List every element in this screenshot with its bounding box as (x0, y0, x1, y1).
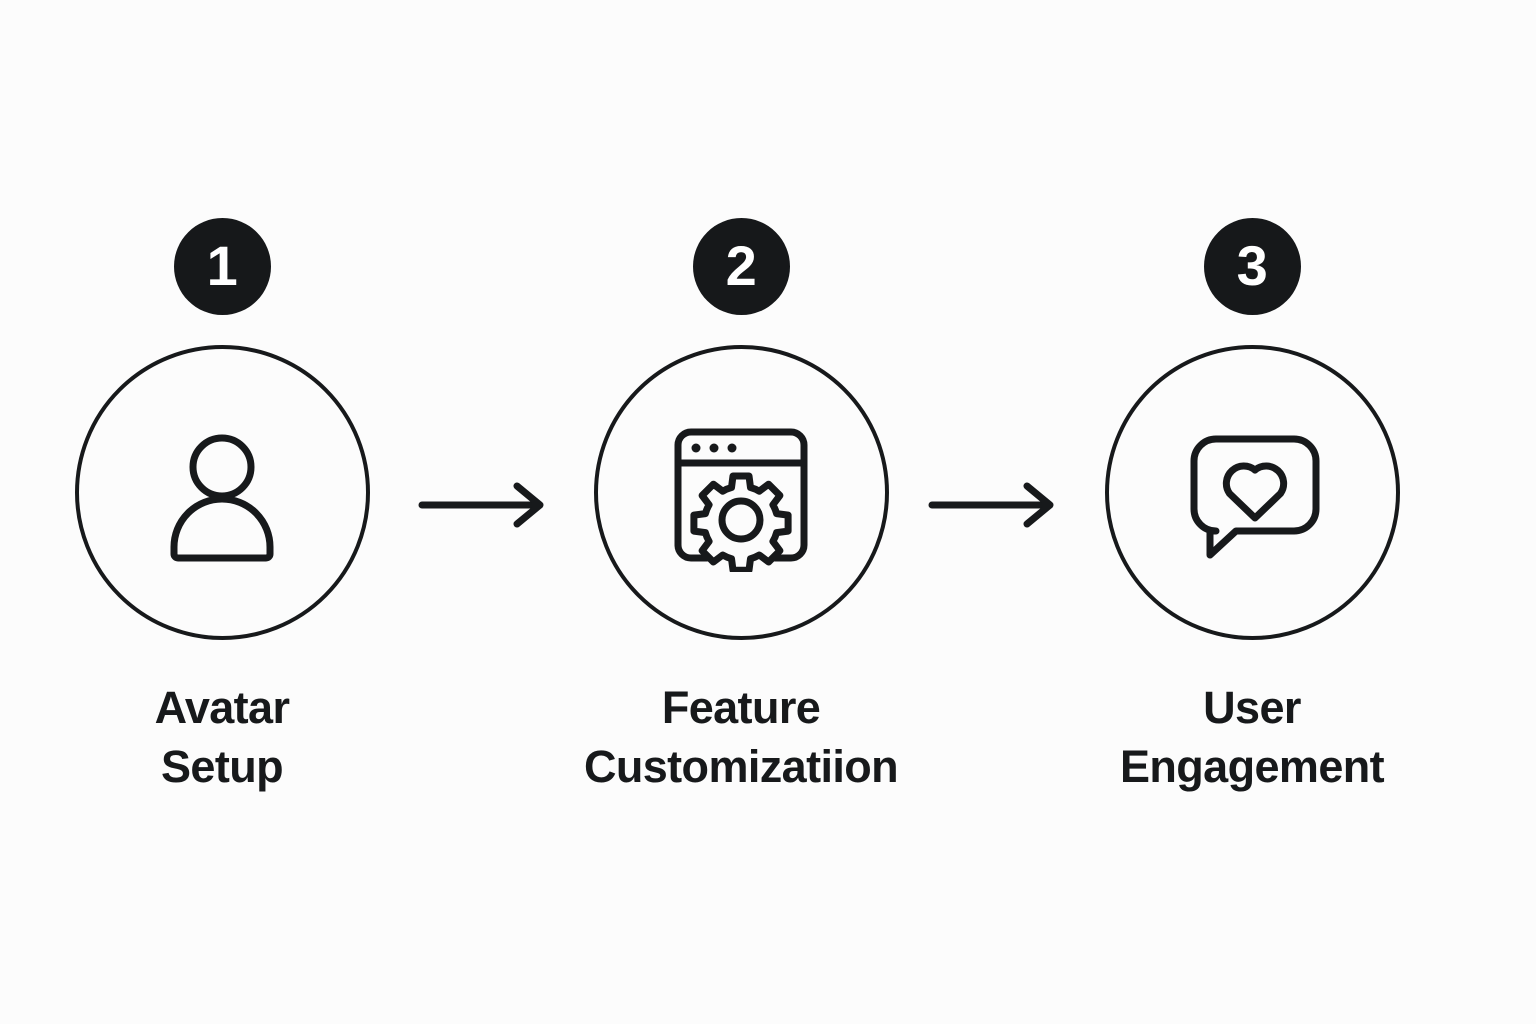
step-caption-2: Feature Customizatiion (583, 682, 899, 793)
step-number-label-2: 2 (725, 233, 757, 297)
step-icon-circle-1 (74, 345, 370, 640)
step-icon-circle-2 (593, 345, 889, 640)
step-number-badge-1: 1 (173, 218, 271, 315)
step-caption-3: User Engagement (1119, 682, 1385, 793)
step-number-label-3: 3 (1236, 233, 1268, 297)
user-person-icon (147, 418, 297, 568)
step-icon-circle-3 (1104, 345, 1400, 640)
step-3[interactable]: 3 User Engagement (1042, 218, 1462, 797)
step-number-label-1: 1 (206, 233, 238, 297)
browser-window-gear-icon (662, 414, 820, 572)
arrow-step2-to-step3 (928, 481, 1058, 529)
step-caption-1: Avatar Setup (154, 682, 290, 793)
step-2[interactable]: 2 Featur (531, 218, 951, 797)
speech-bubble-heart-icon (1176, 417, 1328, 569)
arrow-step1-to-step2 (418, 481, 548, 529)
step-number-badge-3: 3 (1203, 218, 1301, 315)
step-1[interactable]: 1 Avatar Setup (12, 218, 432, 797)
step-number-badge-2: 2 (692, 218, 790, 315)
arrow-right-icon (418, 481, 548, 529)
arrow-right-icon (928, 481, 1058, 529)
